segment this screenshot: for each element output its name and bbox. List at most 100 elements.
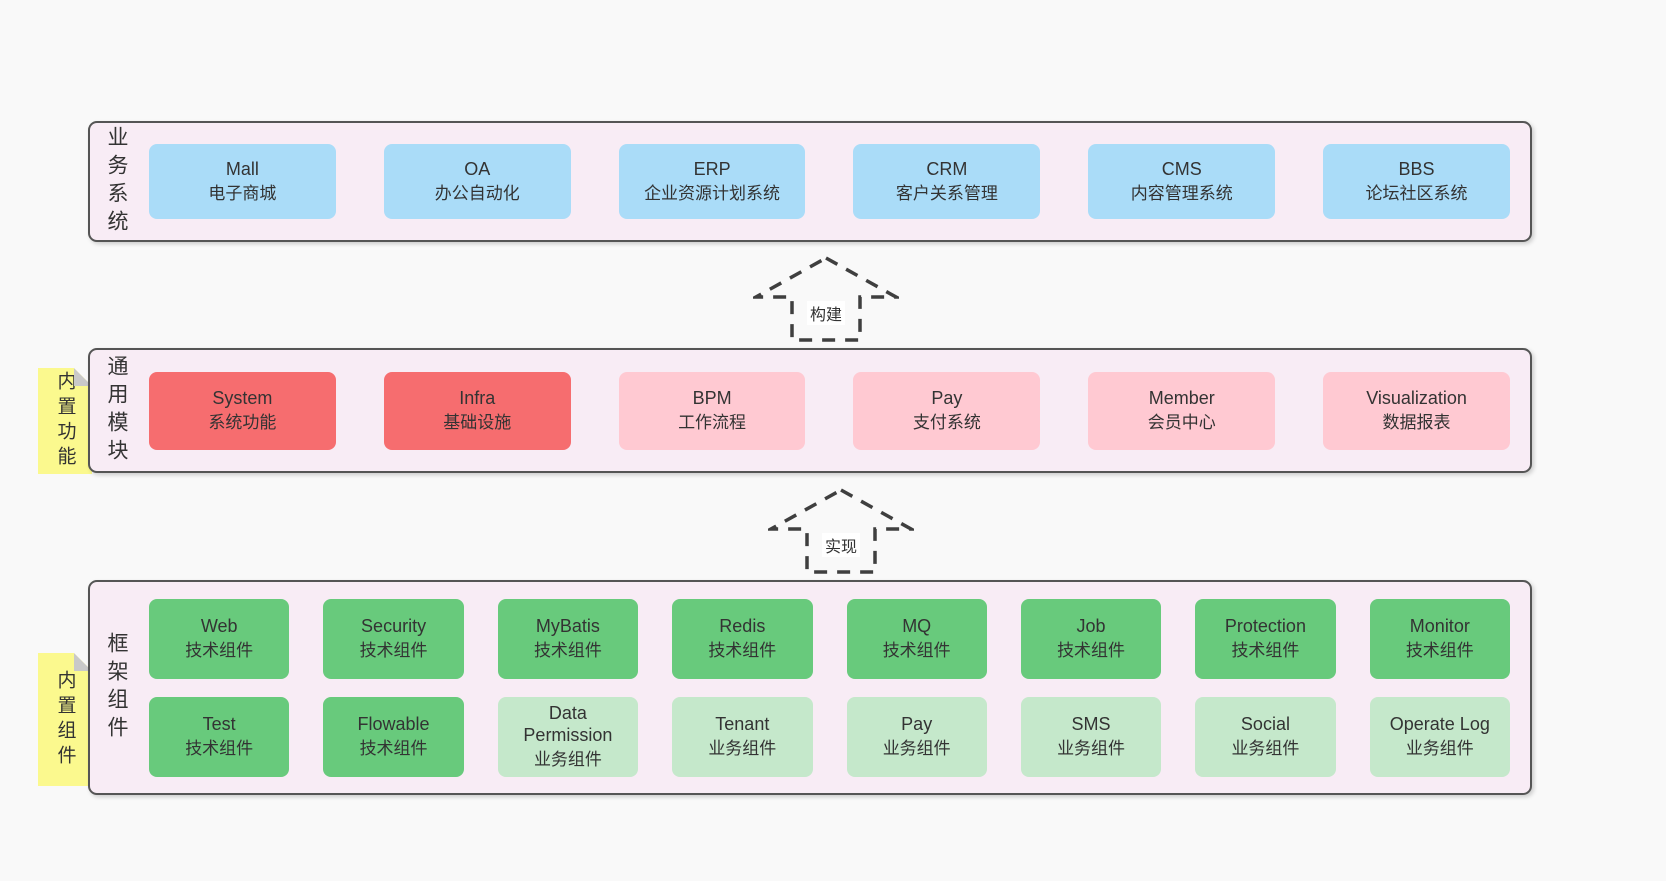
- box-oa: OA 办公自动化: [383, 144, 571, 219]
- box-title: OA: [464, 159, 491, 180]
- layer-framework-components: 框架组件 Web 技术组件 Security 技术组件 MyBatis 技术组件…: [88, 580, 1532, 795]
- box-web: Web 技术组件: [149, 598, 290, 679]
- box-title: Data Permission: [523, 702, 613, 746]
- box-subtitle: 电子商城: [208, 183, 277, 203]
- box-job: Job 技术组件: [1020, 598, 1162, 679]
- box-title: Redis: [719, 616, 766, 637]
- box-subtitle: 基础设施: [443, 412, 512, 432]
- box-title: Member: [1148, 388, 1215, 409]
- box-bbs: BBS 论坛社区系统: [1323, 144, 1510, 219]
- box-sms: SMS 业务组件: [1020, 696, 1162, 777]
- box-bpm: BPM 工作流程: [618, 371, 806, 450]
- box-title: MQ: [902, 616, 932, 637]
- box-subtitle: 技术组件: [359, 640, 428, 660]
- box-subtitle: 技术组件: [1405, 640, 1474, 660]
- box-security: Security 技术组件: [323, 598, 464, 679]
- box-subtitle: 技术组件: [185, 738, 254, 758]
- note-built-in-components: 内置组件: [38, 653, 92, 786]
- layer-common-modules: 通用模块 System 系统功能 Infra 基础设施 BPM 工作流程 Pay…: [88, 348, 1532, 473]
- box-subtitle: 业务组件: [1405, 738, 1474, 758]
- arrow-build: 构建: [753, 255, 899, 343]
- arrow-build-label: 构建: [806, 301, 846, 325]
- box-subtitle: 论坛社区系统: [1365, 183, 1468, 203]
- box-data-permission: Data Permission 业务组件: [497, 696, 639, 777]
- box-subtitle: 内容管理系统: [1130, 183, 1233, 203]
- box-subtitle: 企业资源计划系统: [644, 183, 781, 203]
- box-title: BPM: [692, 388, 732, 409]
- box-pay-component: Pay 业务组件: [846, 696, 987, 777]
- box-cms: CMS 内容管理系统: [1088, 144, 1276, 219]
- box-title: Web: [200, 616, 238, 637]
- box-visualization: Visualization 数据报表: [1323, 371, 1510, 450]
- box-title: SMS: [1071, 714, 1111, 735]
- box-protection: Protection 技术组件: [1195, 598, 1336, 679]
- framework-boxes: Web 技术组件 Security 技术组件 MyBatis 技术组件 Redi…: [127, 598, 1530, 777]
- box-title: Flowable: [357, 714, 430, 735]
- box-title: Infra: [459, 388, 496, 409]
- box-subtitle: 办公自动化: [434, 183, 520, 203]
- box-title: Monitor: [1409, 616, 1470, 637]
- box-title: System: [212, 388, 273, 409]
- layer-business-systems: 业务系统 Mall 电子商城 OA 办公自动化 ERP 企业资源计划系统 CRM…: [88, 121, 1532, 242]
- box-title: Pay: [931, 388, 963, 409]
- box-system: System 系统功能: [149, 371, 336, 450]
- box-subtitle: 支付系统: [912, 412, 981, 432]
- framework-row-1: Web 技术组件 Security 技术组件 MyBatis 技术组件 Redi…: [149, 598, 1510, 679]
- note-label: 内置功能: [54, 371, 76, 471]
- box-redis: Redis 技术组件: [672, 598, 813, 679]
- box-title: Security: [361, 616, 427, 637]
- box-subtitle: 技术组件: [533, 640, 602, 660]
- box-subtitle: 技术组件: [882, 640, 951, 660]
- box-subtitle: 业务组件: [882, 738, 951, 758]
- box-title: Test: [202, 714, 236, 735]
- box-title: Visualization: [1366, 388, 1467, 409]
- box-title: ERP: [693, 159, 731, 180]
- note-label: 内置组件: [54, 669, 76, 770]
- box-mall: Mall 电子商城: [149, 144, 336, 219]
- box-crm: CRM 客户关系管理: [853, 144, 1041, 219]
- box-subtitle: 业务组件: [1057, 738, 1126, 758]
- box-subtitle: 客户关系管理: [895, 183, 998, 203]
- box-flowable: Flowable 技术组件: [323, 696, 464, 777]
- module-boxes: System 系统功能 Infra 基础设施 BPM 工作流程 Pay 支付系统…: [127, 371, 1530, 450]
- box-title: Mall: [225, 159, 259, 180]
- box-title: BBS: [1398, 159, 1435, 180]
- box-tenant: Tenant 业务组件: [672, 696, 813, 777]
- box-social: Social 业务组件: [1195, 696, 1336, 777]
- arrow-implement: 实现: [768, 487, 914, 575]
- box-subtitle: 技术组件: [708, 640, 777, 660]
- layer-business-label: 业务系统: [105, 125, 128, 238]
- note-built-in-features: 内置功能: [38, 368, 92, 474]
- box-title: Job: [1076, 616, 1106, 637]
- layer-framework-label: 框架组件: [105, 631, 128, 744]
- box-subtitle: 技术组件: [1057, 640, 1126, 660]
- up-arrow-icon: [753, 255, 899, 342]
- box-title: CRM: [926, 159, 968, 180]
- box-subtitle: 系统功能: [208, 412, 277, 432]
- up-arrow-icon: [768, 487, 914, 574]
- box-subtitle: 技术组件: [185, 640, 254, 660]
- box-monitor: Monitor 技术组件: [1369, 598, 1510, 679]
- arrow-implement-label: 实现: [821, 533, 861, 557]
- box-title: Social: [1240, 714, 1290, 735]
- box-subtitle: 业务组件: [533, 749, 602, 769]
- box-subtitle: 工作流程: [678, 412, 747, 432]
- box-erp: ERP 企业资源计划系统: [618, 144, 806, 219]
- box-infra: Infra 基础设施: [383, 371, 571, 450]
- box-subtitle: 数据报表: [1382, 412, 1451, 432]
- box-title: Tenant: [715, 714, 770, 735]
- box-test: Test 技术组件: [149, 696, 290, 777]
- box-title: Protection: [1224, 616, 1306, 637]
- box-member: Member 会员中心: [1088, 371, 1276, 450]
- business-boxes: Mall 电子商城 OA 办公自动化 ERP 企业资源计划系统 CRM 客户关系…: [127, 144, 1530, 219]
- box-subtitle: 业务组件: [708, 738, 777, 758]
- layer-modules-label: 通用模块: [105, 354, 128, 467]
- box-title: CMS: [1161, 159, 1202, 180]
- box-pay-system: Pay 支付系统: [853, 371, 1041, 450]
- box-title: Pay: [901, 714, 933, 735]
- box-title: MyBatis: [535, 616, 600, 637]
- box-subtitle: 技术组件: [359, 738, 428, 758]
- box-mq: MQ 技术组件: [846, 598, 987, 679]
- framework-row-2: Test 技术组件 Flowable 技术组件 Data Permission …: [149, 696, 1510, 777]
